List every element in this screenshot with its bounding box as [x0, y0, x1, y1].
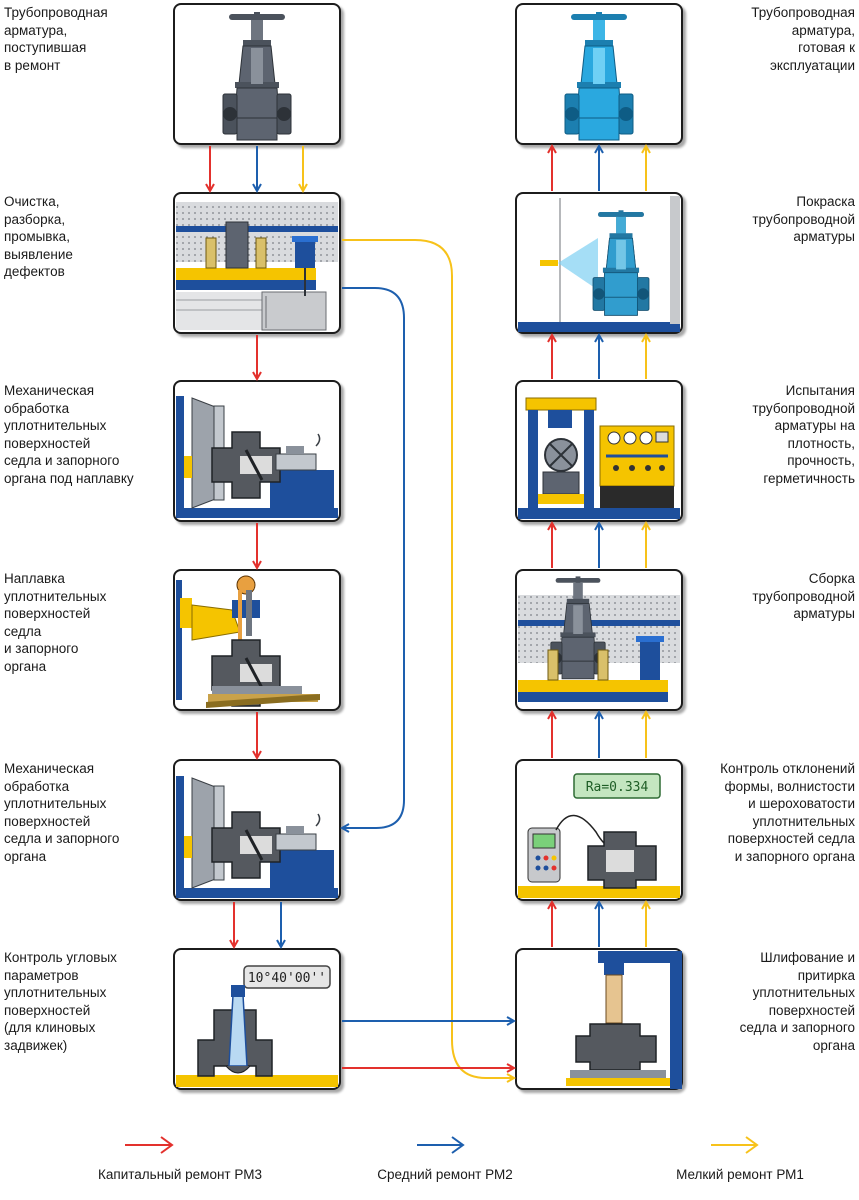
legend-rm1-label: Мелкий ремонт РМ1	[676, 1167, 804, 1182]
assembly-station-icon	[518, 576, 680, 702]
legend-rm3-label: Капитальный ремонт РМ3	[98, 1167, 262, 1182]
angle-display-text: 10°40'00''	[248, 971, 326, 986]
arrow-rm2-cleaning-to-machining2	[342, 287, 405, 828]
label-ready: Трубопроводная арматура, готовая к экспл…	[751, 5, 855, 73]
label-welding: Наплавка уплотнительных поверхностей сед…	[4, 571, 107, 674]
lathe-machining-2-icon	[176, 776, 338, 898]
label-cleaning: Очистка, разборка, промывка, выявление д…	[4, 194, 73, 279]
label-assembly: Сборка трубопроводной арматуры	[752, 571, 855, 621]
label-grinding: Шлифование и притирка уплотнительных пов…	[739, 950, 855, 1053]
arrows-grinding-to-roughness	[552, 902, 646, 947]
spray-painting-icon	[518, 196, 680, 332]
roughness-display-text: Ra=0.334	[586, 780, 649, 795]
test-bench-icon	[518, 397, 680, 519]
label-painting: Покраска трубопроводной арматуры	[752, 194, 855, 244]
grinding-machine-icon	[566, 951, 682, 1089]
arrows-painting-to-ready	[552, 146, 646, 191]
cleaning-station-icon	[176, 202, 338, 331]
arrows-roughness-to-assembly	[552, 712, 646, 758]
legend-rm2-label: Средний ремонт РМ2	[377, 1167, 513, 1182]
profilometer-icon	[518, 773, 680, 898]
lathe-machining-icon	[176, 396, 338, 518]
arrows-testing-to-painting	[552, 335, 646, 379]
label-machining-1: Механическая обработка уплотнительных по…	[4, 383, 134, 486]
label-machining-2: Механическая обработка уплотнительных по…	[4, 761, 120, 864]
arrow-rm1-cleaning-to-grinding	[342, 239, 514, 1078]
label-roughness: Контроль отклонений формы, волнистости и…	[720, 761, 855, 864]
label-angular: Контроль угловых параметров уплотнительн…	[4, 950, 117, 1053]
arrows-assembly-to-testing	[552, 523, 646, 568]
label-testing: Испытания трубопроводной арматуры на пло…	[752, 383, 855, 486]
label-intake: Трубопроводная арматура, поступившая в р…	[4, 5, 108, 73]
angle-gauge-icon	[176, 965, 338, 1087]
welding-station-icon	[176, 575, 320, 708]
